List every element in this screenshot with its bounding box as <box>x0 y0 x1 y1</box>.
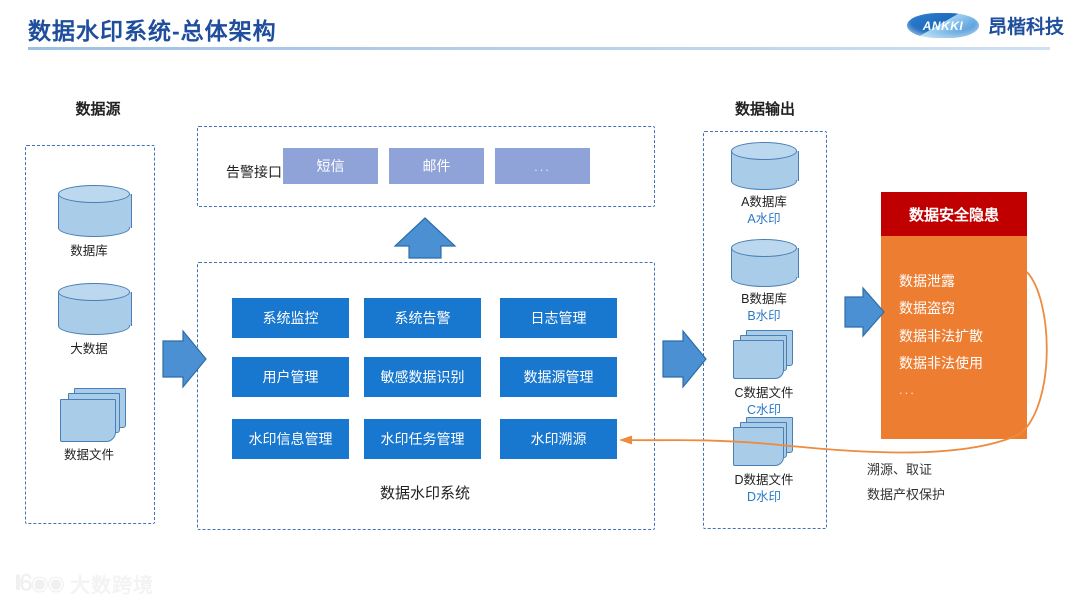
output-item-label-3: D数据文件 <box>734 473 794 487</box>
source-section-title: 数据源 <box>75 101 121 118</box>
file-stack-icon <box>733 417 797 469</box>
module-watermark-info-management[interactable]: 水印信息管理 <box>232 419 349 459</box>
alert-panel <box>197 126 655 207</box>
risk-item-1: 数据盗窃 <box>899 300 955 317</box>
module-datasource-management[interactable]: 数据源管理 <box>500 357 617 397</box>
watermark-text: 大数跨境 <box>70 575 155 597</box>
file-stack-icon <box>733 330 797 382</box>
module-watermark-tracing[interactable]: 水印溯源 <box>500 419 617 459</box>
output-section-title: 数据输出 <box>734 101 795 118</box>
trace-caption-line-1: 溯源、取证 <box>867 462 933 477</box>
output-item-2: C数据文件 C水印 <box>694 385 834 419</box>
database-cylinder-icon <box>731 239 799 287</box>
logo-wordmark: ANKKI <box>922 18 964 33</box>
module-system-monitor[interactable]: 系统监控 <box>232 298 349 338</box>
risk-item-4: ... <box>899 382 916 398</box>
module-user-management[interactable]: 用户管理 <box>232 357 349 397</box>
source-item-label-2: 数据文件 <box>63 448 114 462</box>
trace-caption: 溯源、取证 数据产权保护 <box>867 458 945 507</box>
module-watermark-task-management[interactable]: 水印任务管理 <box>364 419 481 459</box>
arrow-core-to-output <box>662 329 707 389</box>
source-item-label-1: 大数据 <box>70 342 108 356</box>
database-cylinder-icon <box>731 142 799 190</box>
alert-channel-email[interactable]: 邮件 <box>389 148 484 184</box>
module-sensitive-data-recognition[interactable]: 敏感数据识别 <box>364 357 481 397</box>
alert-channel-more[interactable]: ... <box>495 148 590 184</box>
output-item-1: B数据库 B水印 <box>694 291 834 325</box>
footer-watermark: ⅠᏮ◉◉ 大数跨境 <box>14 569 154 598</box>
source-item-label-0: 数据库 <box>70 244 108 258</box>
output-item-label-0: A数据库 <box>741 195 787 209</box>
page-title: 数据水印系统-总体架构 <box>28 18 277 44</box>
risk-item-0: 数据泄露 <box>899 273 955 289</box>
output-item-watermark-0: A水印 <box>747 211 781 226</box>
output-item-label-2: C数据文件 <box>734 386 794 400</box>
core-system-label: 数据水印系统 <box>379 485 470 502</box>
output-item-watermark-1: B水印 <box>747 308 781 323</box>
risk-item-3: 数据非法使用 <box>899 354 983 371</box>
output-item-watermark-3: D水印 <box>746 489 782 504</box>
risk-item-2: 数据非法扩散 <box>899 327 983 344</box>
database-cylinder-icon <box>58 283 132 335</box>
trace-caption-line-2: 数据产权保护 <box>867 486 946 502</box>
brand-logo: ANKKI 昂楷科技 <box>906 12 1064 39</box>
output-item-3: D数据文件 D水印 <box>694 472 834 506</box>
arrow-core-to-alert <box>393 217 457 259</box>
source-panel <box>25 145 155 524</box>
risk-panel-title: 数据安全隐患 <box>881 192 1027 236</box>
header-divider <box>28 47 1050 50</box>
database-cylinder-icon <box>58 185 132 237</box>
output-item-label-1: B数据库 <box>741 292 787 306</box>
ankki-logo-icon: ANKKI <box>906 13 979 38</box>
module-system-alarm[interactable]: 系统告警 <box>364 298 481 338</box>
module-log-management[interactable]: 日志管理 <box>500 298 617 338</box>
arrow-output-to-risk <box>844 286 885 338</box>
alert-interface-label: 告警接口 <box>226 164 282 180</box>
alert-channel-sms[interactable]: 短信 <box>283 148 378 184</box>
file-stack-icon <box>60 388 130 444</box>
security-risk-panel: 数据安全隐患 数据泄露 数据盗窃 数据非法扩散 数据非法使用 ... <box>881 192 1027 439</box>
watermark-logo-icon: ⅠᏮ◉◉ <box>14 572 65 595</box>
risk-item-list: 数据泄露 数据盗窃 数据非法扩散 数据非法使用 ... <box>881 252 1027 403</box>
output-item-0: A数据库 A水印 <box>694 194 834 228</box>
logo-company-name: 昂楷科技 <box>987 17 1064 38</box>
